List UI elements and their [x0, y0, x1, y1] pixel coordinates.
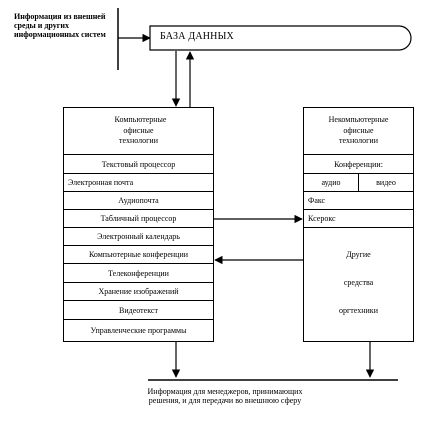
left-item: Аудиопочта [64, 192, 213, 210]
database-label: БАЗА ДАННЫХ [160, 31, 234, 42]
right-other-means: Другие средства оргтехники [304, 228, 413, 341]
right-fax: Факс [304, 192, 413, 210]
left-item: Управленческие программы [90, 326, 187, 335]
left-header-line: технологии [119, 136, 158, 146]
right-copier: Ксерокс [304, 210, 413, 228]
right-header-line: технологии [339, 136, 378, 146]
left-item: Телеконференции [64, 264, 213, 283]
right-other-line: оргтехники [339, 306, 378, 315]
database-shape [149, 25, 412, 51]
right-other-line: Другие [346, 250, 371, 259]
left-box-header: Компьютерные офисные технологии [64, 108, 213, 155]
left-item: Табличный процессор [64, 210, 213, 228]
right-other-line: средства [343, 278, 374, 287]
source-info-text: Информация из внешней среды и других инф… [14, 12, 106, 40]
computer-office-tech-box: Компьютерные офисные технологии Текстовы… [63, 107, 214, 342]
right-conferences: Конференции: [304, 155, 413, 174]
right-header-line: Некомпьютерные [328, 114, 389, 124]
right-header-line: офисные [343, 125, 374, 135]
left-header-line: офисные [123, 125, 154, 135]
left-item: Хранение изображений [64, 283, 213, 301]
right-box-header: Некомпьютерные офисные технологии [304, 108, 413, 155]
right-audio: аудио [304, 174, 359, 191]
left-header-line: Компьютерные [114, 114, 167, 124]
left-item: Компьютерные конференции [64, 246, 213, 264]
right-conference-types: аудио видео [304, 174, 413, 192]
output-info-text: Информация для менеджеров, принимающих р… [147, 387, 303, 406]
left-item: Электронный календарь [64, 228, 213, 246]
right-video: видео [376, 178, 396, 187]
left-item: Видеотекст [64, 301, 213, 320]
noncomputer-office-tech-box: Некомпьютерные офисные технологии Конфер… [303, 107, 414, 342]
left-item: Текстовый процессор [64, 155, 213, 174]
left-item: Электронная почта [64, 174, 213, 192]
